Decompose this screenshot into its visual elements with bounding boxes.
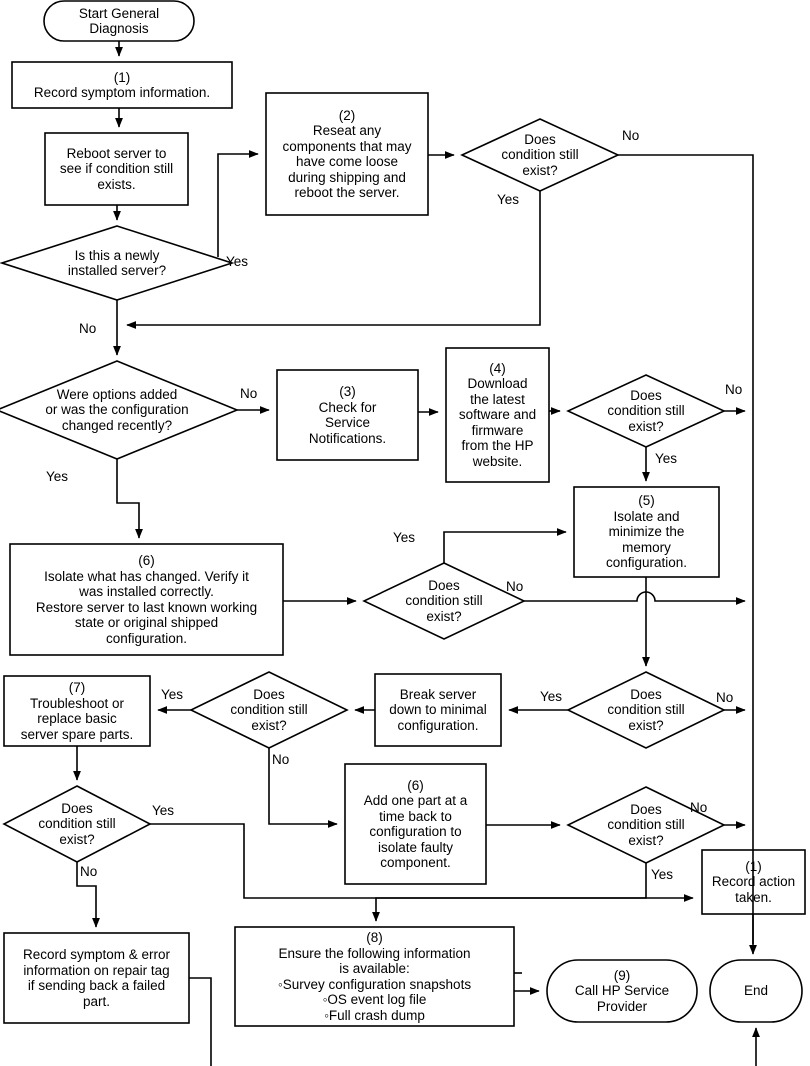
edge-label-no-cond-5: No	[272, 752, 290, 767]
shape-isolate-memory	[573, 486, 720, 578]
shape-decision-cond-6	[2, 785, 152, 863]
shape-decision-cond-3	[362, 562, 526, 640]
edge-label-no-options-added: No	[240, 386, 258, 401]
edge-label-yes-cond-6: Yes	[152, 803, 175, 818]
edge-label-yes-newly-installed: Yes	[226, 254, 249, 269]
edge-label-no-cond-4: No	[716, 690, 734, 705]
shape-break-down	[374, 673, 502, 747]
edge-record-error-to-end	[189, 977, 212, 1066]
edge-label-yes-cond-7: Yes	[651, 867, 674, 882]
shape-record-symptom-error	[3, 932, 190, 1024]
shape-decision-cond-4	[566, 671, 726, 749]
edge-label-no-cond-6: No	[80, 864, 98, 879]
edge-label-yes-cond-3: Yes	[393, 530, 416, 545]
edge-newly-installed-yes-to-reseat	[217, 150, 259, 257]
edge-label-no-cond-3: No	[506, 579, 524, 594]
shape-decision-options-added	[0, 360, 240, 460]
shape-isolate-changed	[9, 543, 284, 656]
edge-cond3-no	[524, 591, 746, 605]
edge-cond7-yes-to-ensure-info	[372, 863, 647, 922]
edge-cond5-no-to-add-one-part	[268, 748, 338, 828]
shape-decision-newly-installed	[0, 225, 235, 301]
shape-reboot-server	[44, 132, 189, 206]
shape-ensure-info	[234, 926, 515, 1027]
edge-label-no-cond-2: No	[725, 382, 743, 397]
edge-label-yes-cond-5: Yes	[161, 687, 184, 702]
shape-end	[709, 959, 803, 1023]
edge-label-yes-cond-1: Yes	[497, 192, 520, 207]
shape-decision-cond-2	[566, 374, 726, 448]
shape-troubleshoot	[3, 675, 151, 747]
edge-label-no-cond-7: No	[690, 800, 708, 815]
shape-reseat-components	[265, 92, 429, 216]
shape-add-one-part	[344, 763, 487, 885]
shape-download-software	[445, 347, 550, 483]
edge-label-no-newly-installed: No	[79, 321, 97, 336]
shape-start	[43, 0, 195, 42]
shape-call-hp	[546, 959, 698, 1023]
edge-label-yes-cond-2: Yes	[655, 451, 678, 466]
shape-record-symptom	[11, 61, 233, 109]
edge-options-yes-to-isolate-changed	[116, 459, 143, 539]
edge-cond1-no	[618, 154, 754, 944]
shape-decision-cond-1	[460, 118, 620, 192]
shape-check-service-notifications	[276, 369, 419, 461]
shape-decision-cond-5	[189, 671, 349, 749]
edge-label-yes-cond-4: Yes	[540, 689, 563, 704]
edge-cond3-yes-to-memory	[443, 528, 567, 563]
edge-label-no-cond-1: No	[622, 128, 640, 143]
shape-decision-cond-7	[566, 786, 726, 864]
edge-label-yes-options-added: Yes	[46, 469, 69, 484]
edge-cond6-no-to-record-error	[76, 862, 100, 928]
edge-cond1-yes-loop	[126, 191, 541, 329]
